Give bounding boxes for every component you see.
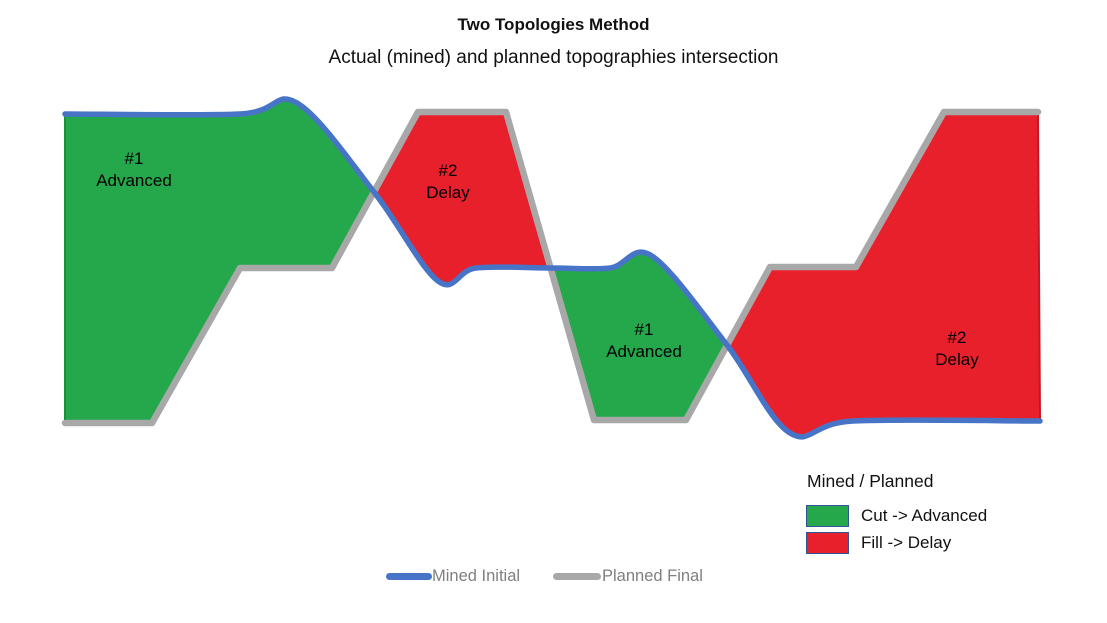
fill-color-swatch <box>806 532 849 554</box>
chart-title: Two Topologies Method <box>457 15 650 34</box>
mined-initial-legend-label: Mined Initial <box>432 567 521 585</box>
planned-final-line-swatch <box>553 573 601 580</box>
region-label-fill-1: #2 Delay <box>426 161 470 202</box>
planned-final-legend-label: Planned Final <box>602 567 703 585</box>
legend-item-fill: Fill -> Delay <box>806 531 987 555</box>
color-legend-heading: Mined / Planned <box>807 471 934 491</box>
cut-color-swatch <box>806 505 849 527</box>
fill-region-2 <box>726 111 1041 438</box>
legend-item-label: Fill -> Delay <box>861 533 952 552</box>
mined-initial-line <box>62 96 1043 440</box>
chart-subtitle: Actual (mined) and planned topographies … <box>328 47 779 68</box>
region-label-fill-2: #2 Delay <box>935 328 979 369</box>
region-label-cut-1: #1 Advanced <box>96 149 172 190</box>
legend-item-cut: Cut -> Advanced <box>806 504 987 528</box>
color-legend: Mined / Planned Cut -> Advanced Fill -> … <box>806 471 987 558</box>
region-label-cut-2: #1 Advanced <box>606 320 682 361</box>
legend-item-label: Cut -> Advanced <box>861 506 988 525</box>
mined-initial-line-swatch <box>386 573 432 580</box>
